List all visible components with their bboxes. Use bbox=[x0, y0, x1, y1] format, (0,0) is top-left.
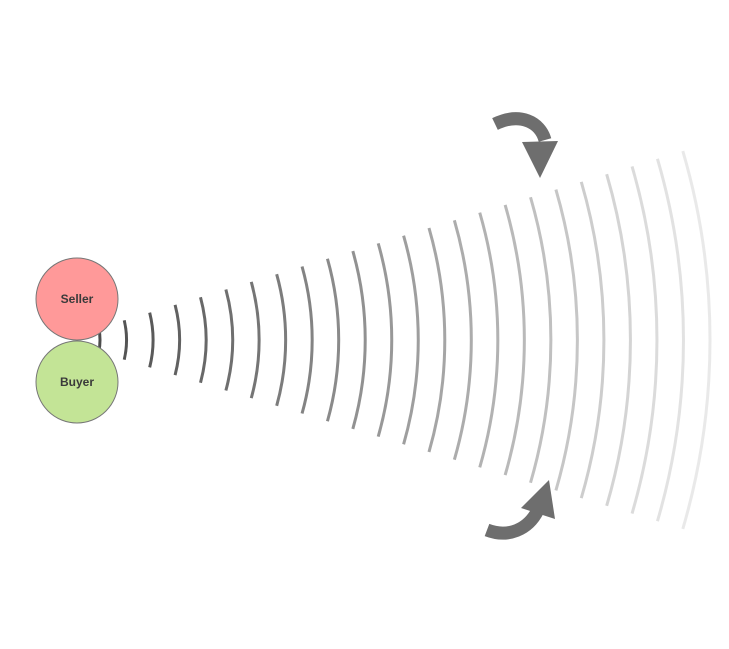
wave-arc bbox=[402, 235, 420, 445]
wave-arc bbox=[554, 189, 579, 491]
wave-arc bbox=[478, 212, 500, 468]
arrow-bottom-head bbox=[521, 480, 555, 519]
wave-arc bbox=[655, 158, 685, 522]
arrow-top-head bbox=[522, 141, 558, 178]
node-seller: Seller bbox=[35, 257, 119, 341]
wave-arc bbox=[579, 181, 606, 499]
signal-waves bbox=[97, 150, 712, 530]
arrow-bottom bbox=[484, 480, 555, 540]
wave-arc bbox=[122, 319, 129, 361]
arrow-top bbox=[492, 112, 558, 178]
node-buyer: Buyer bbox=[35, 340, 119, 424]
wave-arc bbox=[630, 166, 659, 514]
buyer-circle bbox=[35, 340, 119, 424]
seller-circle bbox=[35, 257, 119, 341]
seller-label: Seller bbox=[61, 292, 94, 306]
wave-arc bbox=[249, 281, 261, 399]
wave-arc bbox=[452, 219, 473, 461]
wave-arc bbox=[148, 312, 155, 368]
wave-arc bbox=[224, 289, 235, 391]
wave-arc bbox=[529, 196, 553, 484]
wave-arc bbox=[325, 258, 341, 422]
wave-arc bbox=[275, 273, 288, 407]
arrow-top-shaft bbox=[492, 112, 552, 143]
wave-arc bbox=[199, 296, 208, 384]
wave-arc bbox=[300, 266, 314, 414]
wave-arc bbox=[681, 150, 712, 530]
wave-arc bbox=[173, 304, 182, 376]
buyer-label: Buyer bbox=[60, 375, 94, 389]
wave-arc bbox=[351, 250, 367, 430]
wave-arc bbox=[376, 242, 394, 438]
wave-arc bbox=[605, 173, 632, 507]
arrow-bottom-shaft bbox=[484, 506, 544, 540]
wave-arc bbox=[503, 204, 526, 476]
wave-arc bbox=[427, 227, 447, 453]
